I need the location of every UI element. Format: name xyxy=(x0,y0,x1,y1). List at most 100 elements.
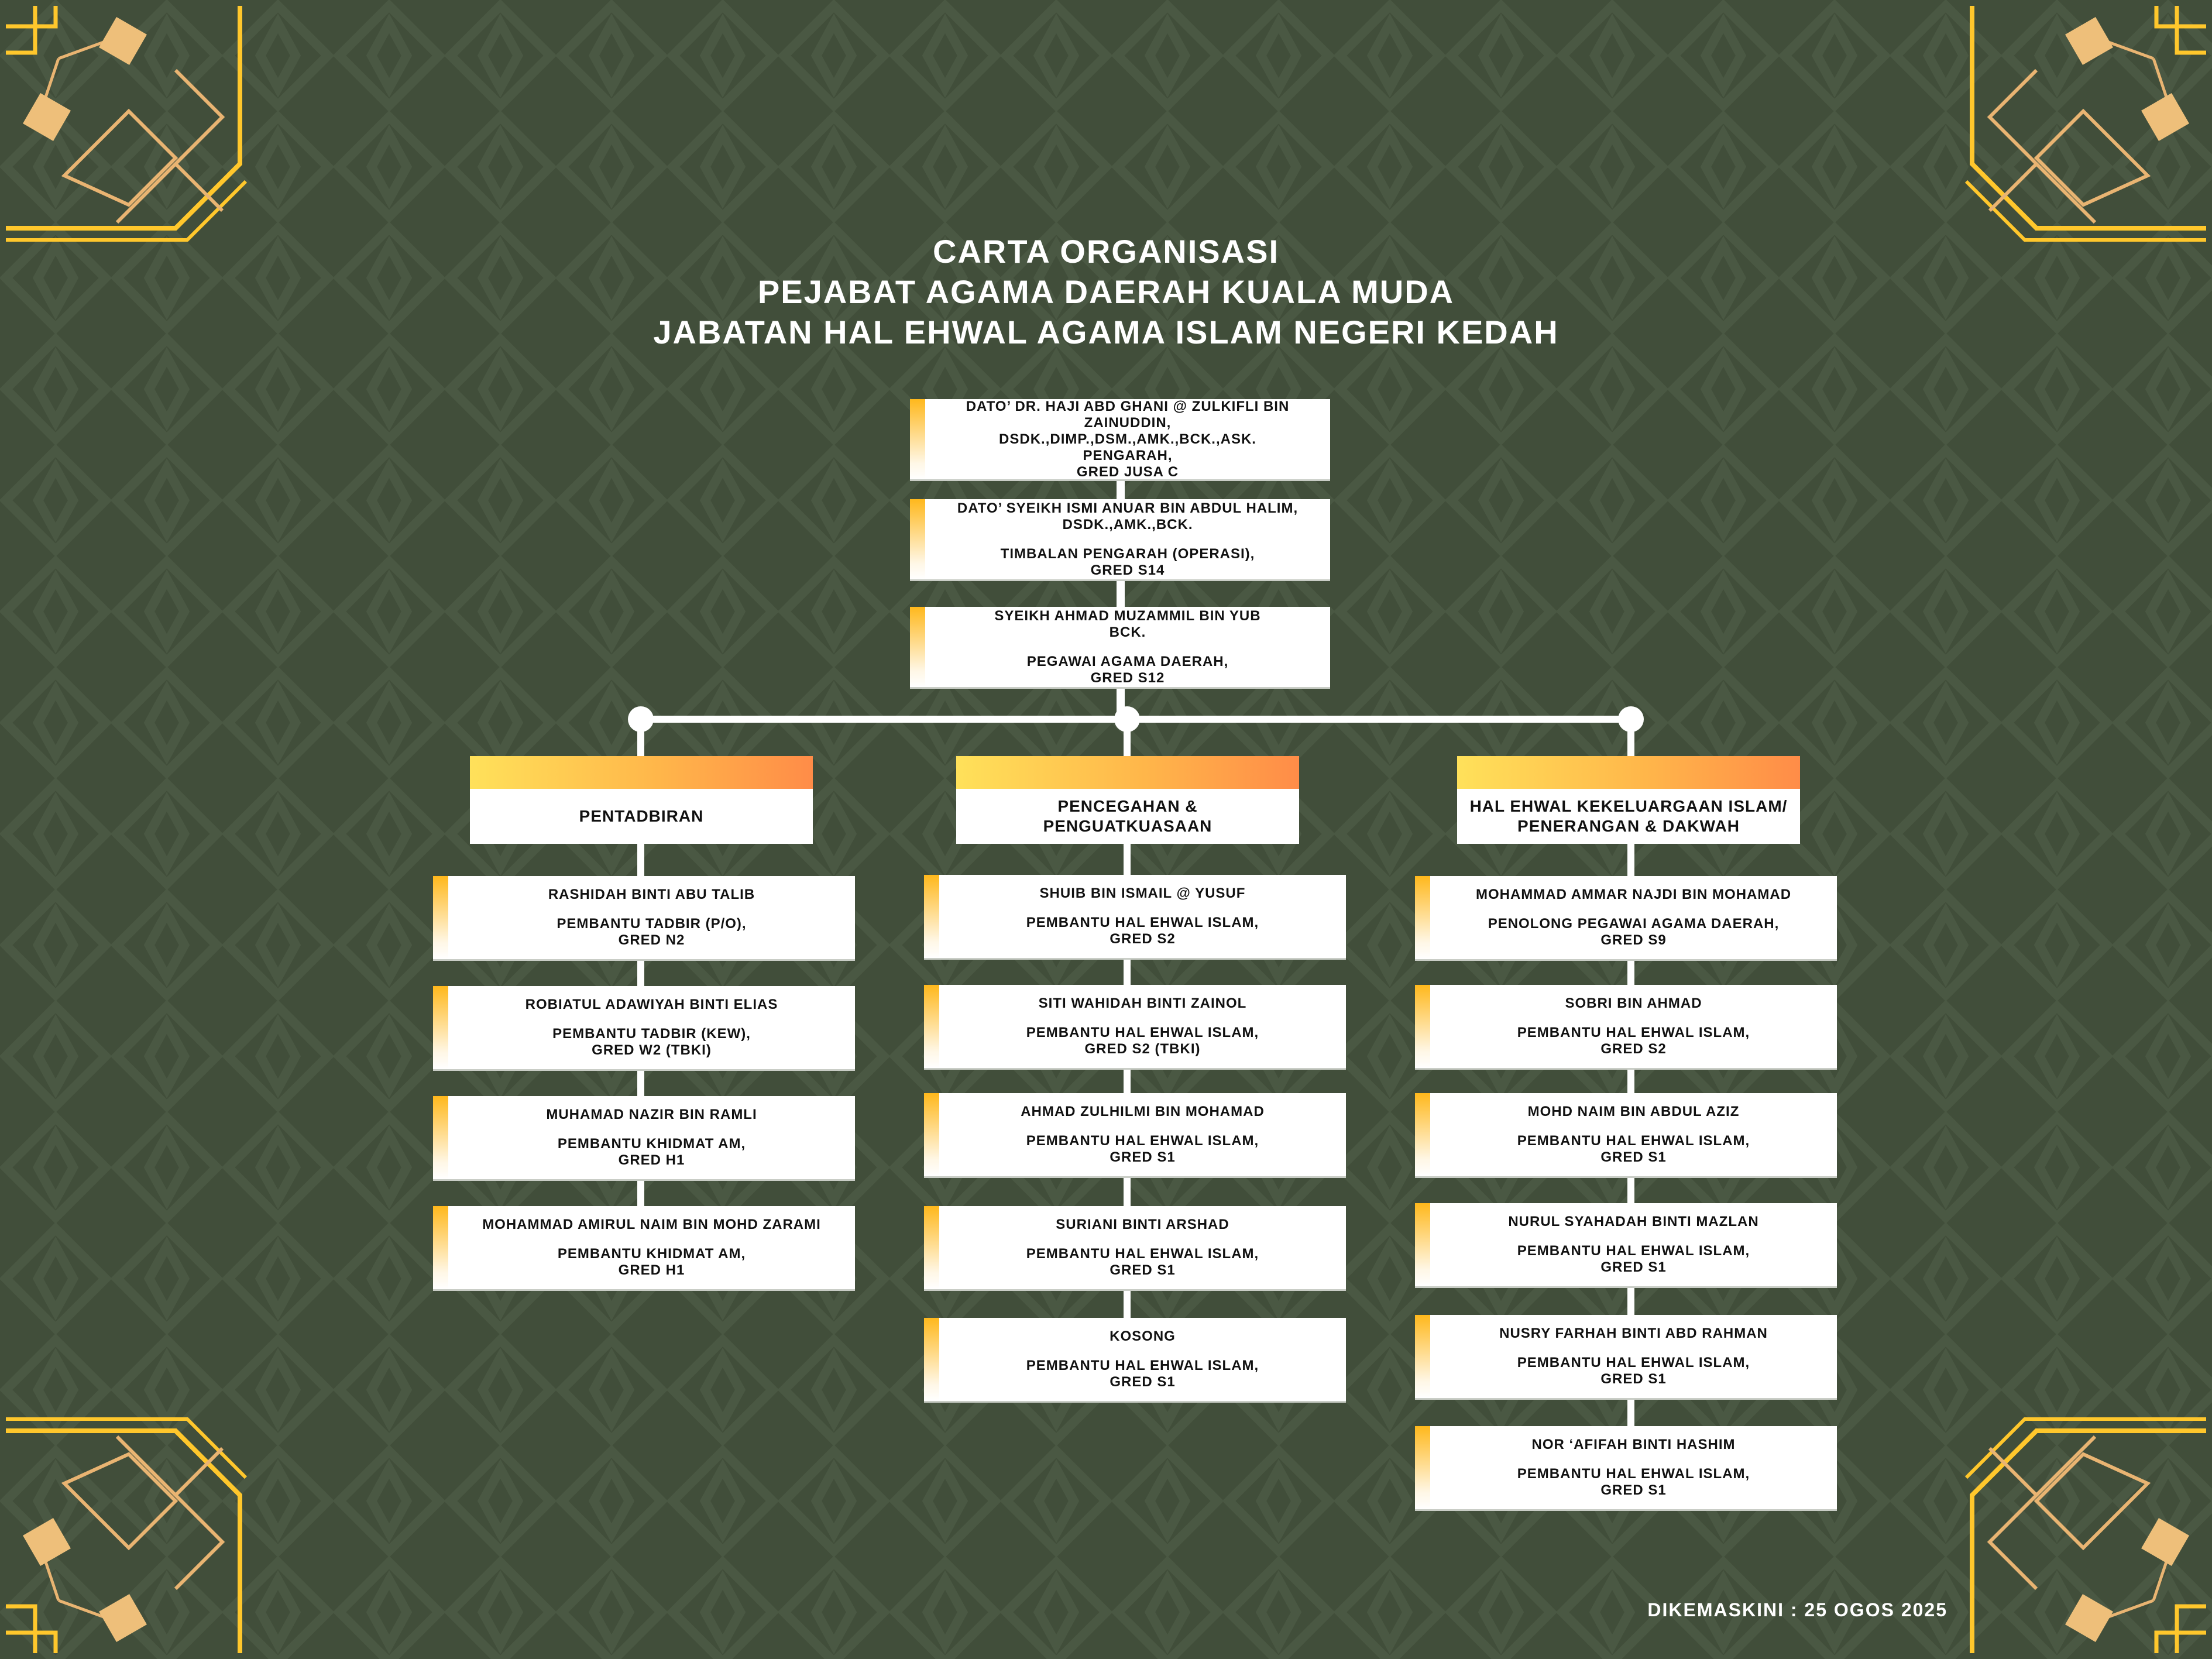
corner-ornament xyxy=(0,1407,252,1659)
staff-role: PEMBANTU HAL EHWAL ISLAM, xyxy=(1026,1133,1259,1149)
staff-box: NUSRY FARHAH BINTI ABD RAHMAN PEMBANTU HA… xyxy=(1415,1315,1837,1400)
staff-role: PENOLONG PEGAWAI AGAMA DAERAH, xyxy=(1488,916,1780,932)
unit-header: HAL EHWAL KEKELUARGAAN ISLAM/PENERANGAN … xyxy=(1457,756,1800,844)
staff-role: PEMBANTU HAL EHWAL ISLAM, xyxy=(1517,1133,1750,1149)
staff-name: SURIANI BINTI ARSHAD xyxy=(1056,1217,1229,1232)
leader-role: GRED S14 xyxy=(1090,562,1165,578)
staff-name: MOHAMMAD AMIRUL NAIM BIN MOHD ZARAMI xyxy=(482,1217,821,1232)
staff-role: PEMBANTU KHIDMAT AM, xyxy=(557,1136,746,1152)
staff-name: NURUL SYAHADAH BINTI MAZLAN xyxy=(1508,1214,1759,1229)
unit-header: PENTADBIRAN xyxy=(470,756,813,844)
staff-box: SITI WAHIDAH BINTI ZAINOL PEMBANTU HAL EH… xyxy=(924,985,1346,1070)
staff-name: NOR ‘AFIFAH BINTI HASHIM xyxy=(1531,1437,1736,1452)
unit-label-text: HAL EHWAL KEKELUARGAAN ISLAM/PENERANGAN … xyxy=(1470,796,1788,836)
staff-name: SHUIB BIN ISMAIL @ YUSUF xyxy=(1039,885,1246,901)
corner-ornament xyxy=(1960,0,2212,252)
staff-name: MUHAMAD NAZIR BIN RAMLI xyxy=(546,1107,757,1122)
staff-name: KOSONG xyxy=(1110,1328,1176,1344)
staff-box: ROBIATUL ADAWIYAH BINTI ELIAS PEMBANTU TA… xyxy=(433,986,855,1071)
leader-role: TIMBALAN PENGARAH (OPERASI), xyxy=(1000,545,1255,562)
staff-role: GRED S2 xyxy=(1600,1041,1667,1057)
unit-label: HAL EHWAL KEKELUARGAAN ISLAM/PENERANGAN … xyxy=(1457,789,1800,844)
staff-name: AHMAD ZULHILMI BIN MOHAMAD xyxy=(1021,1104,1265,1119)
leader-name: DATO’ SYEIKH ISMI ANUAR BIN ABDUL HALIM, xyxy=(957,500,1299,516)
leader-role: GRED S12 xyxy=(1090,669,1165,686)
unit-label-text: PENTADBIRAN xyxy=(579,806,704,826)
corner-ornament xyxy=(0,0,252,252)
unit-label-line: PENTADBIRAN xyxy=(579,807,704,825)
staff-name: NUSRY FARHAH BINTI ABD RAHMAN xyxy=(1499,1325,1768,1341)
page-title: CARTA ORGANISASI PEJABAT AGAMA DAERAH KU… xyxy=(0,231,2212,352)
staff-role: GRED S1 xyxy=(1110,1374,1176,1390)
staff-role: GRED S9 xyxy=(1600,932,1667,948)
staff-box: MOHAMMAD AMMAR NAJDI BIN MOHAMAD PENOLONG… xyxy=(1415,876,1837,961)
staff-role: PEMBANTU HAL EHWAL ISLAM, xyxy=(1517,1466,1750,1482)
unit-label-line: PENCEGAHAN & xyxy=(1057,797,1198,815)
unit-label: PENTADBIRAN xyxy=(470,789,813,844)
staff-role: PEMBANTU HAL EHWAL ISLAM, xyxy=(1517,1243,1750,1259)
staff-role: GRED S2 xyxy=(1110,931,1176,947)
staff-role: GRED S1 xyxy=(1600,1149,1667,1165)
staff-name: MOHD NAIM BIN ABDUL AZIZ xyxy=(1527,1104,1740,1119)
staff-role: GRED N2 xyxy=(618,932,685,948)
staff-box: NURUL SYAHADAH BINTI MAZLAN PEMBANTU HAL … xyxy=(1415,1203,1837,1288)
title-line: JABATAN HAL EHWAL AGAMA ISLAM NEGERI KED… xyxy=(653,314,1559,351)
unit-label-text: PENCEGAHAN & PENGUATKUASAAN xyxy=(1043,796,1213,836)
staff-name: ROBIATUL ADAWIYAH BINTI ELIAS xyxy=(525,997,778,1012)
leader-box: DATO’ SYEIKH ISMI ANUAR BIN ABDUL HALIM,… xyxy=(910,499,1330,581)
staff-role: GRED H1 xyxy=(618,1262,685,1278)
staff-box: SOBRI BIN AHMAD PEMBANTU HAL EHWAL ISLAM,… xyxy=(1415,985,1837,1070)
staff-role: GRED S2 (TBKI) xyxy=(1084,1041,1201,1057)
staff-role: PEMBANTU HAL EHWAL ISLAM, xyxy=(1517,1355,1750,1371)
leader-name: DATO’ DR. HAJI ABD GHANI @ ZULKIFLI BIN … xyxy=(966,398,1290,431)
staff-name: RASHIDAH BINTI ABU TALIB xyxy=(548,887,755,902)
staff-box: RASHIDAH BINTI ABU TALIB PEMBANTU TADBIR … xyxy=(433,876,855,961)
staff-name: MOHAMMAD AMMAR NAJDI BIN MOHAMAD xyxy=(1475,887,1792,902)
staff-role: GRED S1 xyxy=(1110,1262,1176,1278)
staff-box: MOHD NAIM BIN ABDUL AZIZ PEMBANTU HAL EHW… xyxy=(1415,1093,1837,1178)
title-line: PEJABAT AGAMA DAERAH KUALA MUDA xyxy=(757,273,1455,310)
staff-role: PEMBANTU TADBIR (KEW), xyxy=(552,1026,751,1042)
title-line: CARTA ORGANISASI xyxy=(933,233,1279,270)
unit-label-line: HAL EHWAL KEKELUARGAAN ISLAM/ xyxy=(1469,797,1788,815)
leader-role: PENGARAH, xyxy=(1083,447,1173,463)
unit-header: PENCEGAHAN & PENGUATKUASAAN xyxy=(956,756,1299,844)
staff-role: PEMBANTU HAL EHWAL ISLAM, xyxy=(1026,915,1259,930)
staff-box: MUHAMAD NAZIR BIN RAMLI PEMBANTU KHIDMAT … xyxy=(433,1096,855,1181)
staff-role: PEMBANTU HAL EHWAL ISLAM, xyxy=(1026,1358,1259,1373)
staff-box: AHMAD ZULHILMI BIN MOHAMAD PEMBANTU HAL E… xyxy=(924,1093,1346,1178)
leader-box: DATO’ DR. HAJI ABD GHANI @ ZULKIFLI BIN … xyxy=(910,399,1330,481)
staff-name: SOBRI BIN AHMAD xyxy=(1565,995,1702,1011)
staff-box: NOR ‘AFIFAH BINTI HASHIM PEMBANTU HAL EHW… xyxy=(1415,1426,1837,1511)
staff-name: SITI WAHIDAH BINTI ZAINOL xyxy=(1038,995,1247,1011)
staff-role: GRED S1 xyxy=(1110,1149,1176,1165)
staff-role: GRED S1 xyxy=(1600,1259,1667,1275)
staff-role: PEMBANTU KHIDMAT AM, xyxy=(557,1246,746,1262)
staff-role: GRED S1 xyxy=(1600,1482,1667,1498)
staff-box: MOHAMMAD AMIRUL NAIM BIN MOHD ZARAMI PEMB… xyxy=(433,1206,855,1291)
unit-header-bar xyxy=(470,756,813,789)
staff-role: PEMBANTU TADBIR (P/O), xyxy=(557,916,747,932)
staff-box: SURIANI BINTI ARSHAD PEMBANTU HAL EHWAL I… xyxy=(924,1206,1346,1291)
leader-role: PEGAWAI AGAMA DAERAH, xyxy=(1026,653,1229,669)
staff-role: GRED S1 xyxy=(1600,1371,1667,1387)
leader-name: BCK. xyxy=(1109,624,1146,640)
leader-name: DSDK.,AMK.,BCK. xyxy=(1062,516,1193,533)
corner-ornament xyxy=(1960,1407,2212,1659)
leader-name: DSDK.,DIMP.,DSM.,AMK.,BCK.,ASK. xyxy=(999,431,1256,447)
unit-label: PENCEGAHAN & PENGUATKUASAAN xyxy=(956,789,1299,844)
staff-role: GRED W2 (TBKI) xyxy=(592,1042,712,1058)
unit-header-bar xyxy=(1457,756,1800,789)
staff-box: SHUIB BIN ISMAIL @ YUSUF PEMBANTU HAL EHW… xyxy=(924,875,1346,960)
unit-label-line: PENGUATKUASAAN xyxy=(1043,817,1213,835)
leader-role: GRED JUSA C xyxy=(1076,463,1179,480)
updated-date: DIKEMASKINI : 25 OGOS 2025 xyxy=(1647,1599,1947,1620)
staff-role: PEMBANTU HAL EHWAL ISLAM, xyxy=(1517,1025,1750,1040)
staff-role: PEMBANTU HAL EHWAL ISLAM, xyxy=(1026,1025,1259,1040)
unit-header-bar xyxy=(956,756,1299,789)
staff-role: PEMBANTU HAL EHWAL ISLAM, xyxy=(1026,1246,1259,1262)
staff-role: GRED H1 xyxy=(618,1152,685,1168)
unit-label-line: PENERANGAN & DAKWAH xyxy=(1517,817,1740,835)
leader-name: SYEIKH AHMAD MUZAMMIL BIN YUB xyxy=(994,607,1261,624)
